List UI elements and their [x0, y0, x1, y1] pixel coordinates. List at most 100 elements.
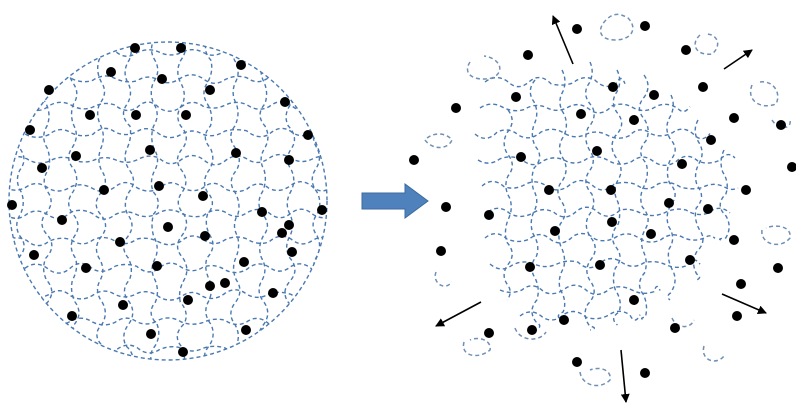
network-strand — [9, 127, 327, 139]
particle — [592, 146, 602, 156]
detached-fragment — [466, 55, 501, 80]
particle — [7, 200, 17, 210]
particle — [231, 148, 241, 158]
detached-fragment — [462, 337, 491, 357]
particle — [595, 260, 605, 270]
network-strand — [477, 153, 736, 167]
network-strand — [499, 284, 661, 296]
network-boundary — [8, 41, 328, 361]
particle — [85, 110, 95, 120]
particle — [303, 130, 313, 140]
particle — [241, 325, 251, 335]
network-strand — [14, 42, 25, 360]
particle — [115, 237, 125, 247]
particle — [523, 50, 533, 60]
network-strand — [150, 42, 160, 360]
particle — [81, 263, 91, 273]
particle — [776, 120, 786, 130]
particle — [607, 217, 617, 227]
detached-fragment — [694, 33, 719, 55]
network-strand — [9, 289, 327, 301]
particle — [550, 226, 560, 236]
particle — [37, 163, 47, 173]
network-strand — [584, 61, 596, 331]
particle — [732, 311, 742, 321]
particle — [606, 185, 616, 195]
particle — [559, 315, 569, 325]
network-strand — [666, 94, 676, 301]
detached-fragment — [579, 367, 611, 387]
detached-fragment — [514, 327, 547, 340]
particle — [157, 74, 167, 84]
particle — [67, 311, 77, 321]
particle — [703, 204, 713, 214]
network-strand — [484, 76, 626, 88]
particle — [629, 295, 639, 305]
network-strand — [487, 206, 731, 218]
particle — [773, 263, 783, 273]
transition-arrow-icon — [361, 183, 429, 219]
intact-network-particles — [7, 43, 327, 357]
particle — [527, 325, 537, 335]
released-fragments — [424, 13, 791, 387]
particle — [629, 115, 639, 125]
particle — [287, 247, 297, 257]
particle — [280, 97, 290, 107]
network-strand — [9, 208, 327, 220]
particle — [154, 181, 164, 191]
particle — [729, 235, 739, 245]
particle — [640, 368, 650, 378]
particle — [511, 92, 521, 102]
particle — [787, 162, 796, 172]
detached-fragment — [671, 317, 695, 328]
particle — [484, 328, 494, 338]
particle — [698, 82, 708, 92]
network-strand — [95, 42, 107, 360]
fragmenting-network-mesh — [474, 61, 739, 331]
particle — [25, 125, 35, 135]
particle — [57, 215, 67, 225]
particle — [200, 231, 210, 241]
particle — [649, 90, 659, 100]
particle — [268, 288, 278, 298]
particle — [664, 198, 674, 208]
particle — [44, 85, 54, 95]
particle — [670, 323, 680, 333]
motion-arrow — [435, 301, 482, 327]
particle — [236, 60, 246, 70]
network-strand — [503, 109, 513, 301]
particle — [118, 300, 128, 310]
particle — [205, 85, 215, 95]
intact-network-mesh — [9, 42, 327, 360]
particle — [198, 191, 208, 201]
network-strand — [203, 42, 214, 360]
particle — [178, 347, 188, 357]
network-strand — [230, 42, 241, 360]
network-strand — [692, 119, 704, 281]
particle — [152, 261, 162, 271]
network-strand — [519, 310, 641, 321]
particle — [29, 250, 39, 260]
detached-fragment — [749, 81, 779, 107]
motion-arrow — [551, 15, 574, 65]
network-strand — [9, 47, 327, 58]
particle — [284, 155, 294, 165]
particle — [130, 43, 140, 53]
particle — [257, 207, 267, 217]
intact-network-panel — [7, 41, 328, 361]
network-strand — [481, 179, 739, 191]
particle — [176, 43, 186, 53]
particle — [146, 329, 156, 339]
particle — [516, 152, 526, 162]
particle — [451, 103, 461, 113]
motion-arrow — [723, 49, 753, 70]
particle — [640, 21, 650, 31]
network-strand — [718, 149, 730, 241]
detached-fragment — [702, 345, 725, 362]
particle — [145, 145, 155, 155]
particle — [163, 222, 173, 232]
network-strand — [9, 235, 327, 247]
motion-arrow — [620, 349, 630, 403]
particle — [239, 257, 249, 267]
